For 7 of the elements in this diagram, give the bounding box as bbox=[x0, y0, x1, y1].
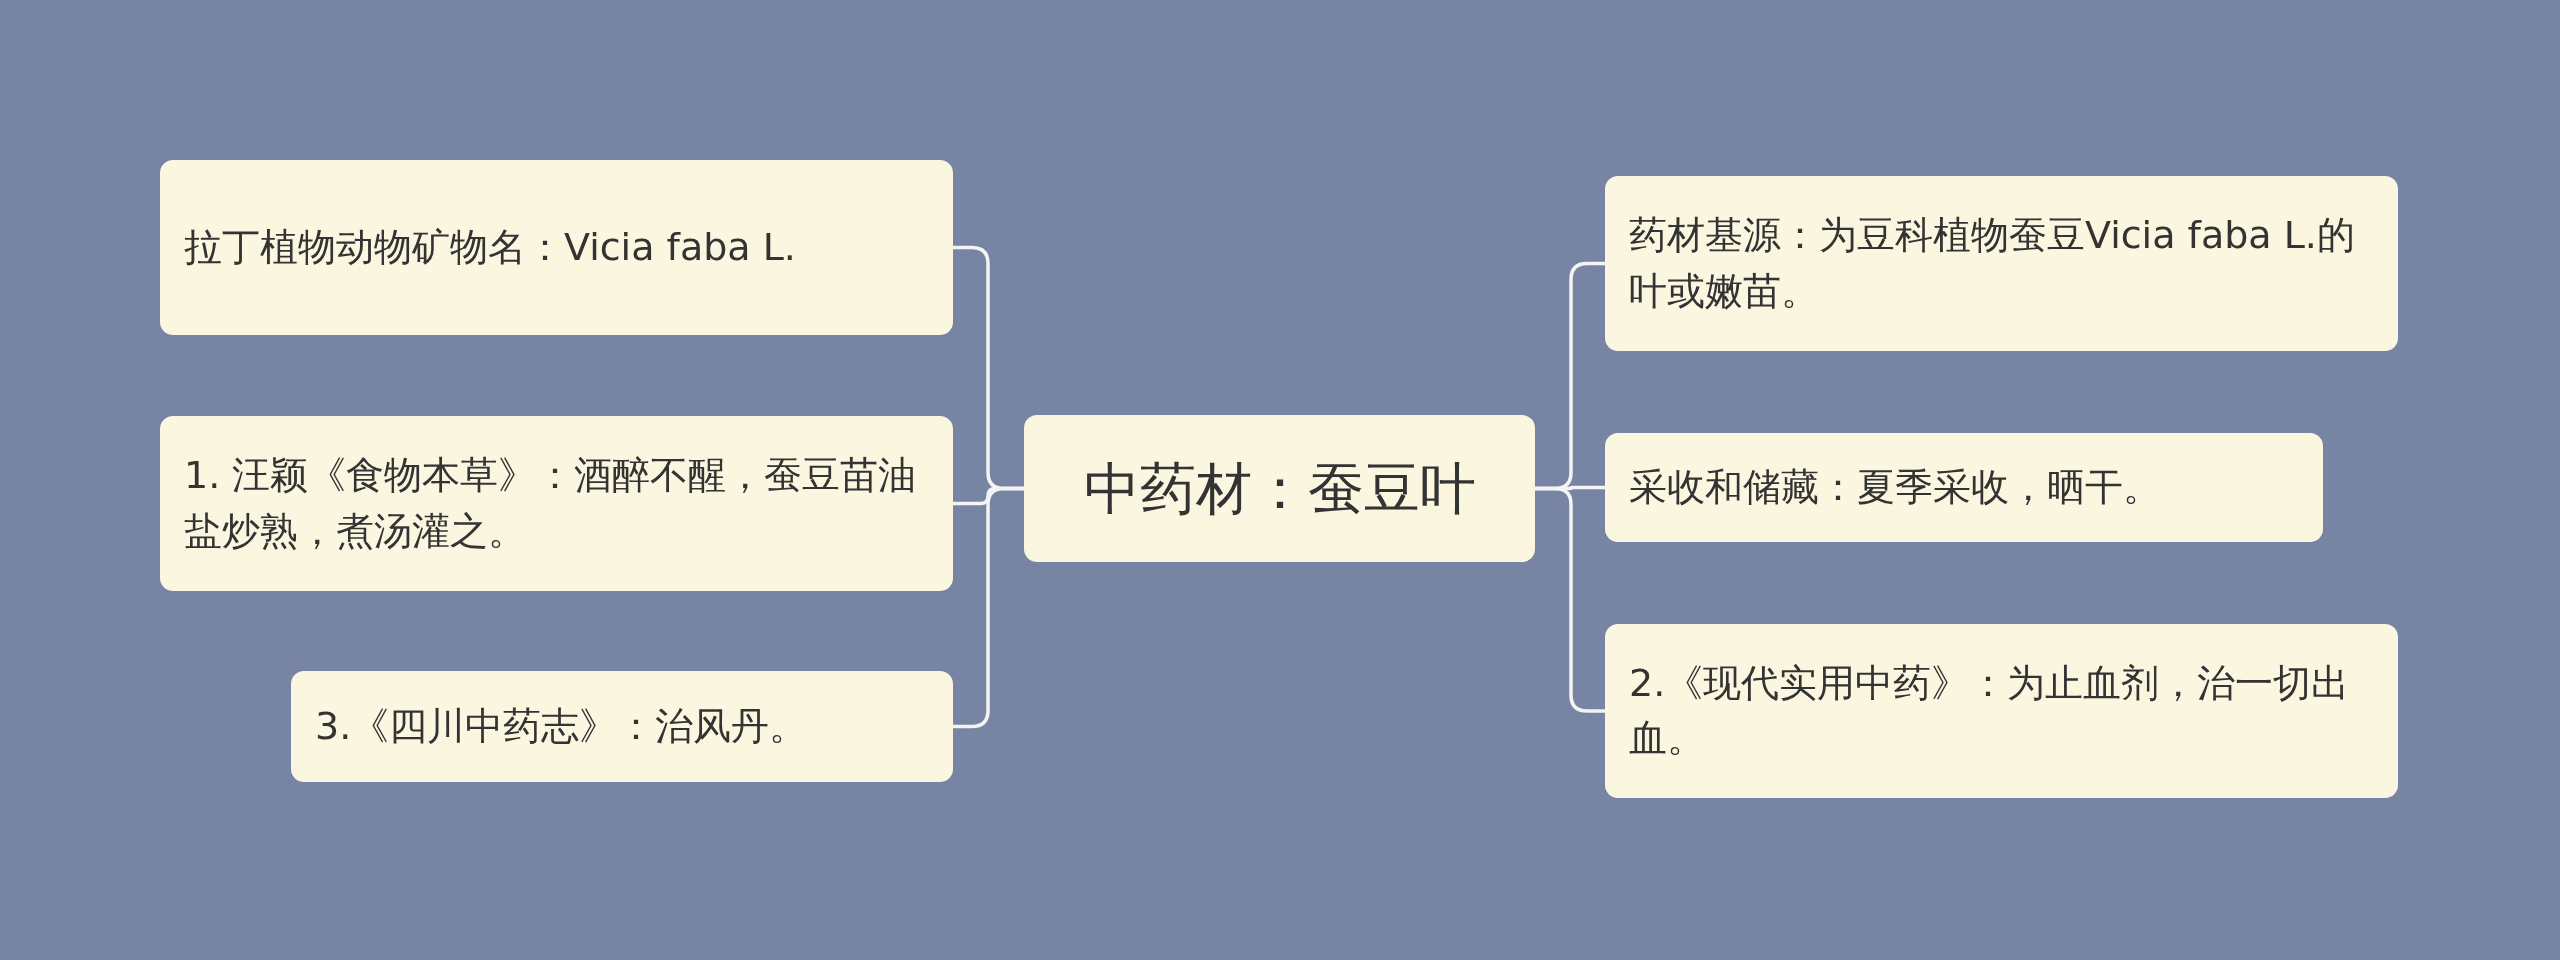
topic-box: 拉丁植物动物矿物名：Vicia faba L. bbox=[160, 160, 953, 335]
topic-box: 3.《四川中药志》：治风丹。 bbox=[291, 671, 953, 782]
topic-box: 采收和储藏：夏季采收，晒干。 bbox=[1605, 433, 2323, 542]
topic-box: 2.《现代实用中药》：为止血剂，治一切出血。 bbox=[1605, 624, 2398, 798]
topic-box: 1. 汪颖《食物本草》：酒醉不醒，蚕豆苗油盐炒熟，煮汤灌之。 bbox=[160, 416, 953, 591]
central-topic-box: 中药材：蚕豆叶 bbox=[1024, 415, 1535, 562]
topic-box: 药材基源：为豆科植物蚕豆Vicia faba L.的叶或嫩苗。 bbox=[1605, 176, 2398, 351]
